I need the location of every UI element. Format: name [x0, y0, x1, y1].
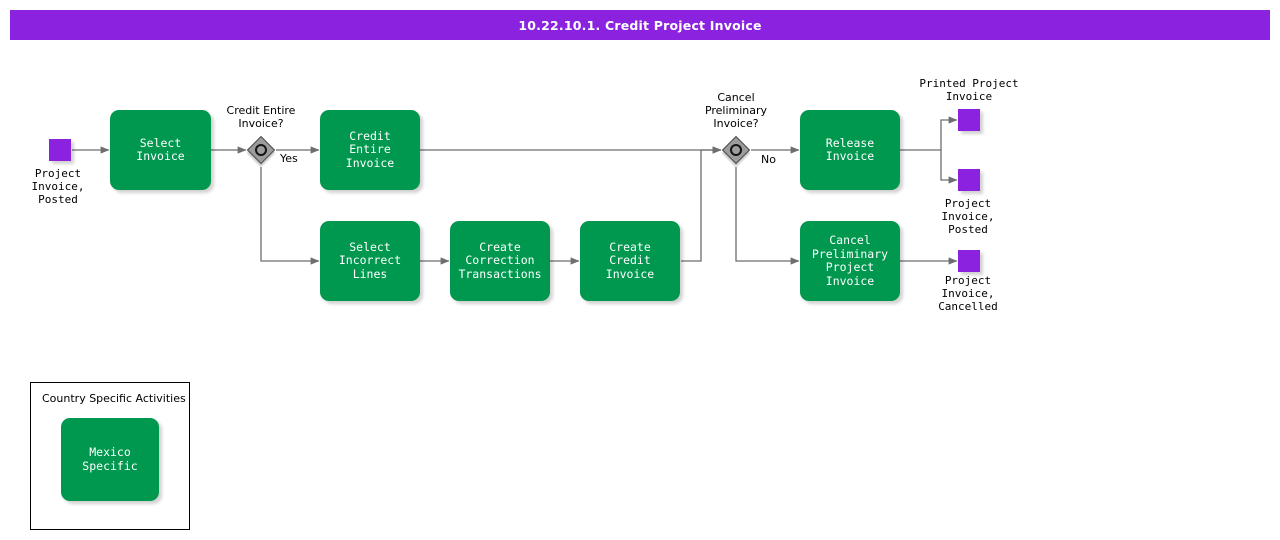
task-create-credit-invoice[interactable]: Create Credit Invoice: [580, 221, 680, 301]
task-cancel-preliminary-project-invoice[interactable]: Cancel Preliminary Project Invoice: [800, 221, 900, 301]
task-release-invoice[interactable]: Release Invoice: [800, 110, 900, 190]
end-event-printed-project-invoice[interactable]: [958, 109, 980, 131]
gateway-credit-entire-invoice[interactable]: [246, 135, 276, 165]
flow-label-no: No: [761, 153, 776, 166]
start-event-label: Project Invoice, Posted: [31, 167, 85, 206]
end-event-printed-project-invoice-label: Printed Project Invoice: [919, 77, 1019, 103]
end-event-project-invoice-posted[interactable]: [958, 169, 980, 191]
task-select-incorrect-lines[interactable]: Select Incorrect Lines: [320, 221, 420, 301]
end-event-project-invoice-cancelled-label: Project Invoice, Cancelled: [938, 274, 998, 313]
gateway-cancel-preliminary-invoice-label: Cancel Preliminary Invoice?: [704, 91, 768, 130]
country-specific-activities-title: Country Specific Activities: [42, 392, 186, 405]
task-select-invoice[interactable]: Select Invoice: [110, 110, 211, 190]
gateway-inclusive-circle-icon: [730, 144, 742, 156]
flow-gateway2-to-cancel-preliminary: [735, 167, 800, 265]
start-event-project-invoice-posted[interactable]: [49, 139, 71, 161]
task-mexico-specific[interactable]: Mexico Specific: [61, 418, 159, 501]
flow-gateway1-to-select-incorrect-lines: [260, 167, 320, 265]
gateway-cancel-preliminary-invoice[interactable]: [721, 135, 751, 165]
flow-create-credit-invoice-to-gateway2: [681, 146, 722, 262]
flow-release-invoice-to-printed-project-invoice: [900, 116, 958, 151]
gateway-credit-entire-invoice-label: Credit Entire Invoice?: [226, 104, 296, 130]
flow-label-yes: Yes: [280, 152, 298, 165]
page-title: 10.22.10.1. Credit Project Invoice: [518, 17, 762, 33]
page-title-bar: 10.22.10.1. Credit Project Invoice: [10, 10, 1270, 40]
gateway-inclusive-circle-icon: [255, 144, 267, 156]
task-create-correction-transactions[interactable]: Create Correction Transactions: [450, 221, 550, 301]
task-credit-entire-invoice[interactable]: Credit Entire Invoice: [320, 110, 420, 190]
end-event-project-invoice-cancelled[interactable]: [958, 250, 980, 272]
end-event-project-invoice-posted-label: Project Invoice, Posted: [941, 197, 995, 236]
flow-release-invoice-to-project-invoice-posted: [940, 150, 958, 184]
